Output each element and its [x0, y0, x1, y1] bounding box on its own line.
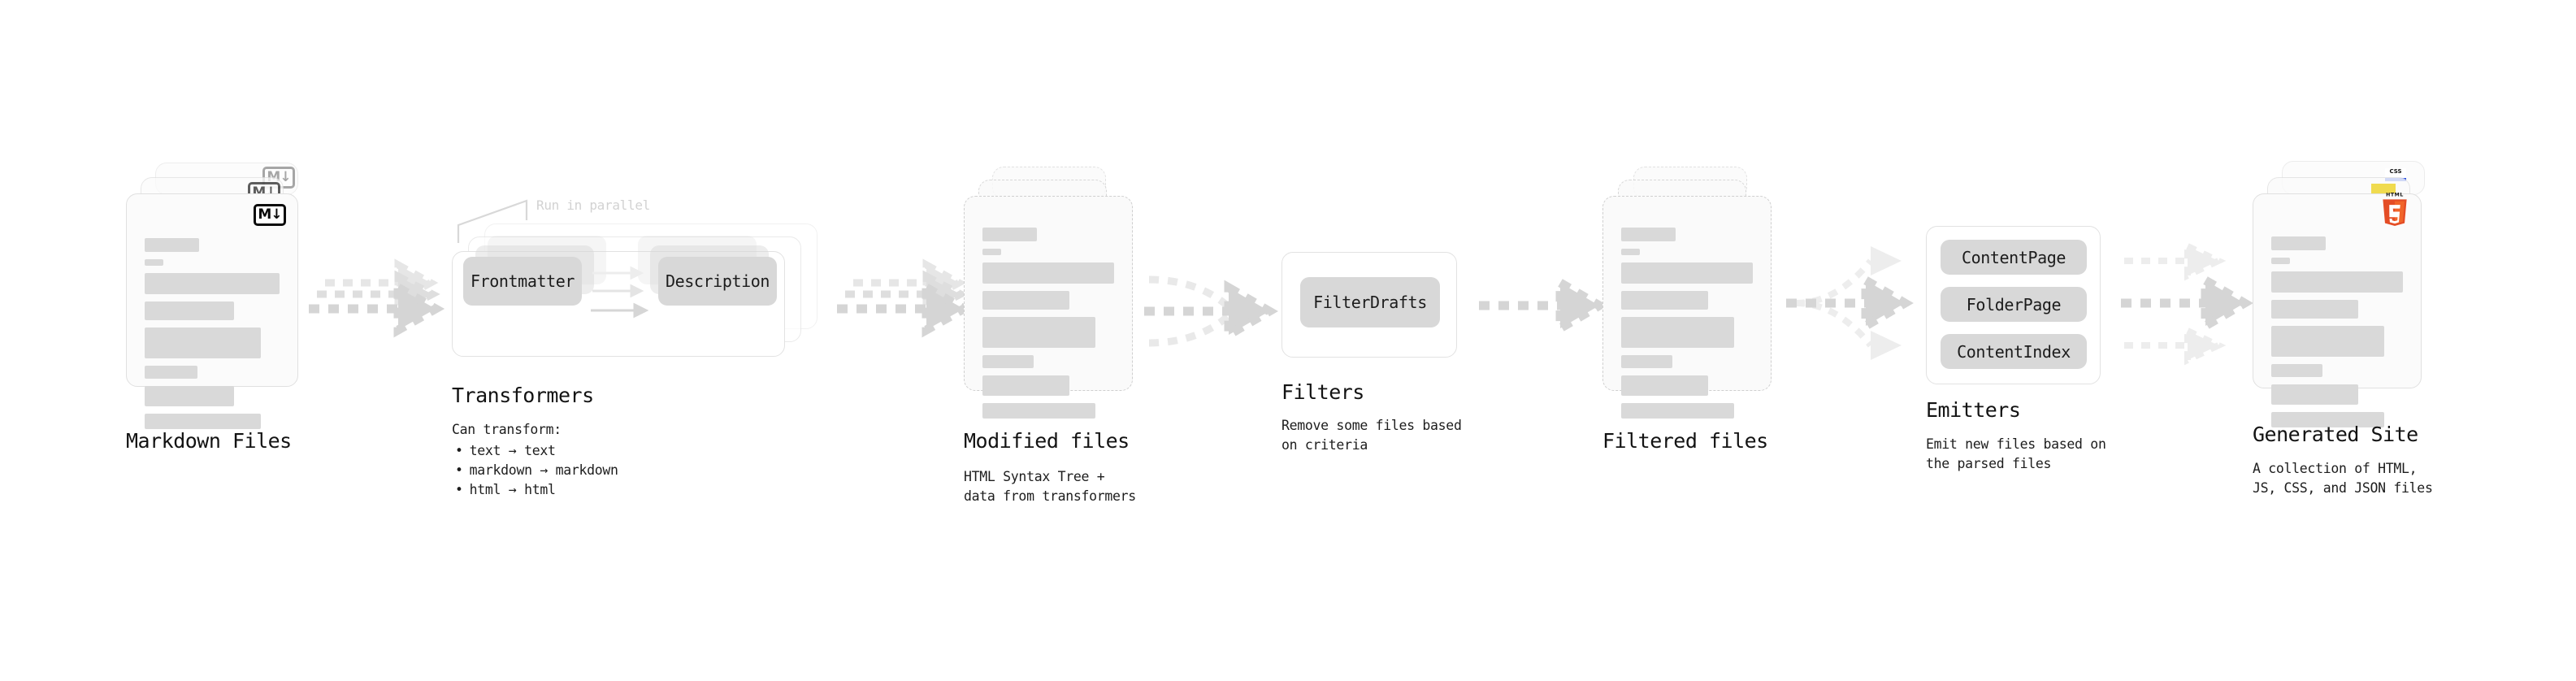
- desc-line: data from transformers: [964, 488, 1136, 504]
- arrow-transformers-to-modified: [837, 258, 974, 338]
- transformers-desc-title: Can transform:: [452, 422, 562, 437]
- html5-icon: HTML: [2383, 192, 2407, 226]
- transformers-desc-list: text → text markdown → markdown html → h…: [452, 441, 618, 500]
- filters-box[interactable]: FilterDrafts: [1281, 252, 1457, 358]
- transformer-pill-frontmatter[interactable]: Frontmatter: [463, 257, 582, 306]
- markdown-badge-letter: M: [258, 206, 271, 223]
- arrow-modified-to-filters: [1144, 275, 1278, 347]
- caption-filters: Filters: [1281, 380, 1364, 404]
- desc-line: A collection of HTML,: [2253, 461, 2418, 476]
- emitter-pill-folderpage[interactable]: FolderPage: [1941, 287, 2087, 322]
- arrow-emitters-to-site: [2121, 241, 2253, 366]
- filtered-card-front: [1602, 196, 1772, 419]
- markdown-card-content: [145, 238, 280, 436]
- desc-line: on criteria: [1281, 436, 1368, 453]
- emitter-pill-contentpage[interactable]: ContentPage: [1941, 240, 2087, 275]
- markdown-badge-arrow: ↓: [271, 206, 282, 223]
- list-item: html → html: [452, 480, 618, 500]
- modified-card-content: [982, 228, 1114, 426]
- description-generated-site: A collection of HTML, JS, CSS, and JSON …: [2253, 459, 2433, 498]
- transformers-box-front[interactable]: Frontmatter Description: [452, 236, 785, 357]
- emitter-pill-label: FolderPage: [1966, 294, 2062, 314]
- description-filters: Remove some files based on criteria: [1281, 416, 1462, 455]
- arrow-filtered-to-emitters: [1786, 246, 1914, 360]
- desc-line: Emit new files based on: [1926, 436, 2106, 452]
- caption-transformers: Transformers: [452, 384, 594, 407]
- emitter-pill-label: ContentIndex: [1957, 341, 2071, 362]
- transformer-pill-label: Description: [665, 271, 770, 291]
- run-in-parallel-label: Run in parallel: [536, 197, 650, 213]
- caption-emitters: Emitters: [1926, 398, 2021, 422]
- filter-pill-label: FilterDrafts: [1313, 293, 1427, 312]
- emitter-pill-contentindex[interactable]: ContentIndex: [1941, 334, 2087, 369]
- description-emitters: Emit new files based on the parsed files: [1926, 435, 2106, 474]
- site-card-content: [2271, 236, 2403, 435]
- caption-markdown-files: Markdown Files: [126, 429, 292, 453]
- markdown-badge-front: M↓: [254, 204, 286, 226]
- description-modified-files: HTML Syntax Tree + data from transformer…: [964, 467, 1136, 506]
- desc-line: Remove some files based: [1281, 418, 1462, 433]
- emitter-pill-label: ContentPage: [1961, 247, 2066, 267]
- markdown-card-front: M↓: [126, 193, 298, 429]
- desc-line: HTML Syntax Tree +: [964, 469, 1105, 484]
- caption-generated-site: Generated Site: [2253, 423, 2418, 446]
- modified-card-front: [964, 196, 1133, 419]
- caption-modified-files: Modified files: [964, 429, 1130, 453]
- list-item: markdown → markdown: [452, 461, 618, 480]
- desc-line: JS, CSS, and JSON files: [2253, 479, 2433, 496]
- filtered-card-content: [1621, 228, 1753, 426]
- list-item: text → text: [452, 441, 618, 461]
- caption-filtered-files: Filtered files: [1602, 429, 1768, 453]
- arrow-markdown-to-transformers: [309, 258, 445, 338]
- emitters-box[interactable]: ContentPage FolderPage ContentIndex: [1926, 226, 2101, 384]
- filter-pill-filterdrafts[interactable]: FilterDrafts: [1300, 277, 1440, 327]
- transformer-pill-description[interactable]: Description: [658, 257, 777, 306]
- site-card-front-html: HTML: [2253, 192, 2422, 427]
- svg-text:HTML: HTML: [2386, 192, 2404, 197]
- arrow-filters-to-filtered: [1479, 275, 1608, 336]
- description-transformers: Can transform: text → text markdown → ma…: [452, 420, 618, 500]
- desc-line: the parsed files: [1926, 455, 2052, 471]
- transformer-pill-label: Frontmatter: [470, 271, 575, 291]
- markdown-badge-arrow: ↓: [280, 169, 291, 185]
